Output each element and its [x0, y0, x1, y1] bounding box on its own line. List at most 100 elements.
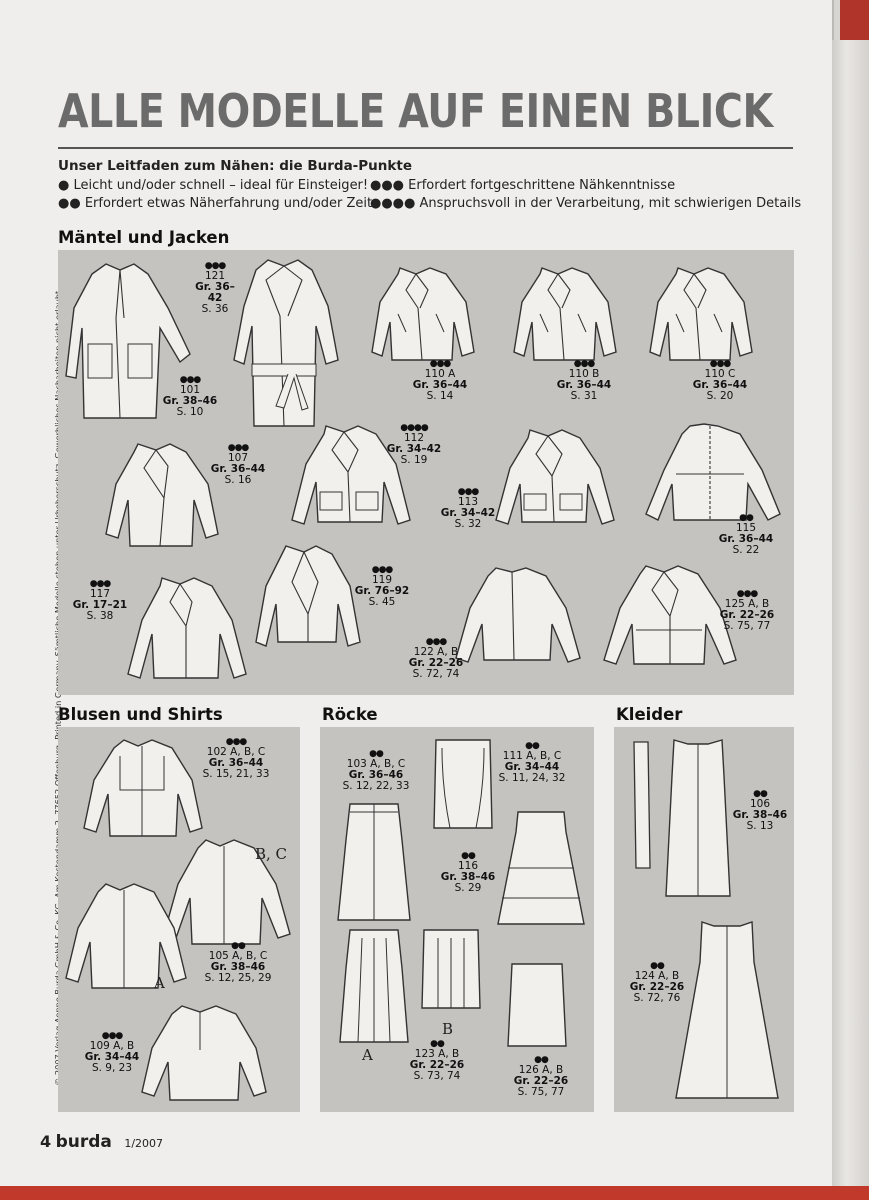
blouse-102-drawing	[83, 739, 203, 837]
model-number: 103 A, B, C	[346, 758, 406, 770]
model-dots: ●●●	[429, 359, 452, 369]
model-size: Gr. 22–26	[408, 657, 464, 669]
legend-dots: ●	[58, 178, 70, 193]
model-page: S. 72, 74	[412, 668, 460, 680]
model-page: S. 29	[454, 882, 482, 894]
model-page: S. 10	[176, 406, 204, 418]
model-page: S. 38	[86, 610, 114, 622]
model-dots: ●●●	[179, 375, 202, 385]
model-size: Gr. 34–42	[386, 443, 442, 455]
model-dots: ●●	[534, 1055, 549, 1065]
model-dots: ●●	[461, 851, 476, 861]
model-number: 111 A, B, C	[502, 750, 562, 762]
dress-124-drawing	[675, 921, 779, 1099]
model-number: 110 A	[424, 368, 456, 380]
model-size: Gr. 36–44	[718, 533, 774, 545]
model-number: 124 A, B	[634, 970, 680, 982]
model-dots: ●●●	[371, 565, 394, 575]
model-number: 121	[204, 270, 226, 282]
variant-label-a-skirt: A	[362, 1046, 373, 1064]
model-number: 119	[371, 574, 393, 586]
jacket-125-drawing	[603, 565, 737, 665]
coat-101-drawing	[65, 263, 191, 419]
model-number: 125 A, B	[724, 598, 770, 610]
model-page: S. 13	[746, 820, 774, 832]
model-page: S. 19	[400, 454, 428, 466]
section-title-jackets: Mäntel und Jacken	[58, 228, 230, 247]
model-number: 122 A, B	[413, 646, 459, 658]
model-size: Gr. 38–46	[440, 871, 496, 883]
coat-121-drawing	[233, 259, 339, 427]
legend-item: ●●●● Anspruchsvoll in der Verarbeitung, …	[370, 196, 801, 211]
model-page: S. 32	[454, 518, 482, 530]
model-size: Gr. 22–26	[629, 981, 685, 993]
model-dots: ●●●	[457, 487, 480, 497]
blouse-105-drawing	[163, 839, 291, 945]
model-number: 117	[89, 588, 111, 600]
model-page: S. 16	[224, 474, 252, 486]
legend-item: ●●● Erfordert fortgeschrittene Nähkenntn…	[370, 178, 675, 193]
model-number: 112	[403, 432, 425, 444]
legend-heading: Unser Leitfaden zum Nähen: die Burda-Pun…	[58, 158, 412, 174]
model-dots: ●●	[525, 741, 540, 751]
page-footer: 4 burda 1/2007	[40, 1132, 163, 1152]
skirt-111-drawing	[433, 739, 493, 829]
legend-dots: ●●●●	[370, 196, 416, 211]
model-number: 126 A, B	[518, 1064, 564, 1076]
model-dots: ●●	[650, 961, 665, 971]
section-title-skirts: Röcke	[322, 705, 378, 724]
model-size: Gr. 38–46	[210, 961, 266, 973]
model-number: 105 A, B, C	[208, 950, 268, 962]
model-size: Gr. 36–44	[210, 463, 266, 475]
jacket-122-drawing	[455, 567, 581, 663]
model-size: Gr. 17–21	[72, 599, 128, 611]
model-size: Gr. 36–44	[692, 379, 748, 391]
model-number: 102 A, B, C	[206, 746, 266, 758]
model-page: S. 12, 22, 33	[342, 780, 410, 792]
model-size: Gr. 36–42	[195, 281, 235, 304]
next-page-edge	[832, 40, 869, 1190]
model-number: 116	[457, 860, 479, 872]
jacket-112-drawing	[291, 425, 411, 525]
cover-edge	[840, 0, 869, 40]
legend-text: Erfordert fortgeschrittene Nähkenntnisse	[408, 178, 676, 193]
model-page: S. 73, 74	[413, 1070, 461, 1082]
model-dots: ●●●	[225, 737, 248, 747]
model-dots: ●●●	[101, 1031, 124, 1041]
model-dots: ●●●	[709, 359, 732, 369]
model-page: S. 22	[732, 544, 760, 556]
difficulty-legend: Unser Leitfaden zum Nähen: die Burda-Pun…	[58, 158, 412, 174]
title-rule	[58, 147, 793, 149]
legend-text: Erfordert etwas Näherfahrung und/oder Ze…	[84, 196, 373, 211]
model-number: 110 B	[568, 368, 600, 380]
variant-label-b-skirt: B	[442, 1020, 454, 1038]
section-title-blouses: Blusen und Shirts	[58, 705, 223, 724]
model-page: S. 15, 21, 33	[202, 768, 270, 780]
model-size: Gr. 22–26	[409, 1059, 465, 1071]
model-page: S. 31	[570, 390, 598, 402]
jacket-115-drawing	[645, 423, 781, 521]
model-page: S. 75, 77	[723, 620, 771, 632]
model-dots: ●●	[753, 789, 768, 799]
skirt-123-drawing	[421, 929, 481, 1009]
model-dots: ●●●	[227, 443, 250, 453]
model-size: Gr. 36–46	[348, 769, 404, 781]
shirt-109-drawing	[141, 1005, 267, 1101]
issue-number: 1/2007	[124, 1137, 164, 1150]
model-dots: ●●	[231, 941, 246, 951]
model-number: 101	[179, 384, 201, 396]
